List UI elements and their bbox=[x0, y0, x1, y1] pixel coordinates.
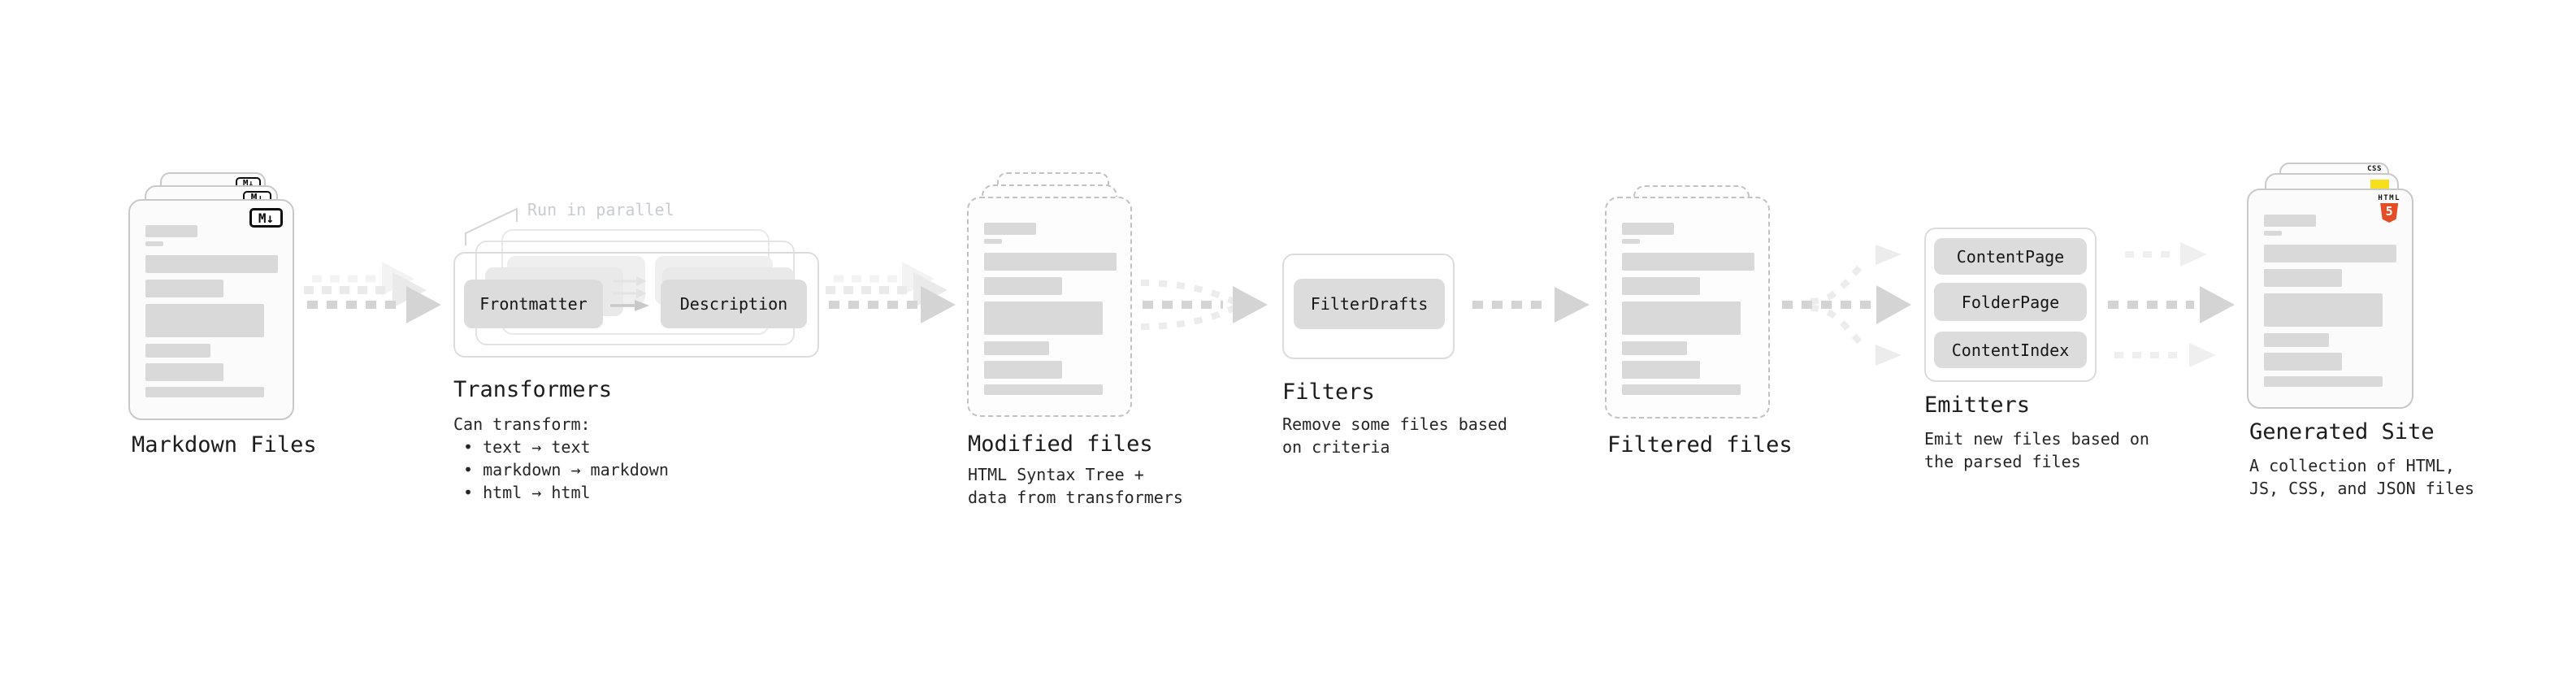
arrow-filtered-to-emitters bbox=[1782, 245, 1911, 366]
filtered-file-front bbox=[1605, 197, 1770, 419]
generated-desc-line: A collection of HTML, bbox=[2249, 456, 2455, 475]
arrow-modified-to-filters bbox=[1140, 280, 1268, 330]
document-text-placeholder bbox=[969, 198, 1130, 415]
emitters-desc-line: the parsed files bbox=[1924, 452, 2081, 471]
document-text-placeholder bbox=[130, 201, 293, 419]
stage-title-generated-site: Generated Site bbox=[2249, 419, 2435, 445]
bullet-item: markdown → markdown bbox=[453, 458, 669, 481]
filter-node-filterdrafts: FilterDrafts bbox=[1294, 279, 1445, 329]
document-text-placeholder bbox=[2249, 190, 2412, 407]
modified-desc-line: HTML Syntax Tree + bbox=[968, 465, 1144, 484]
generated-desc-line: JS, CSS, and JSON files bbox=[2249, 479, 2474, 498]
transformer-node-frontmatter: Frontmatter bbox=[464, 280, 603, 328]
emitter-node-folderpage: FolderPage bbox=[1934, 283, 2087, 321]
generated-file-html: HTML 5 bbox=[2247, 189, 2413, 409]
emitter-node-contentpage: ContentPage bbox=[1934, 238, 2087, 275]
stage-title-transformers: Transformers bbox=[453, 377, 613, 402]
transformer-node-description: Description bbox=[661, 280, 807, 328]
javascript-icon bbox=[2370, 180, 2389, 189]
stage-title-modified-files: Modified files bbox=[968, 432, 1153, 457]
emitters-box bbox=[1924, 228, 2097, 382]
filters-desc-line: on criteria bbox=[1282, 437, 1390, 457]
stage-title-filters: Filters bbox=[1282, 380, 1375, 405]
emitters-desc-line: Emit new files based on bbox=[1924, 429, 2149, 449]
markdown-file-front: M↓ bbox=[128, 199, 294, 420]
stage-title-emitters: Emitters bbox=[1924, 393, 2031, 418]
transformers-bullet-list: text → text markdown → markdown html → h… bbox=[453, 436, 669, 504]
filters-box bbox=[1282, 254, 1455, 359]
document-text-placeholder bbox=[1607, 198, 1768, 417]
modified-desc-line: data from transformers bbox=[968, 488, 1183, 507]
transformers-subtitle: Can transform: bbox=[453, 414, 591, 434]
markdown-icon: M↓ bbox=[249, 208, 283, 228]
bullet-item: text → text bbox=[453, 436, 669, 458]
stage-title-filtered-files: Filtered files bbox=[1607, 432, 1793, 458]
run-in-parallel-label: Run in parallel bbox=[527, 200, 674, 219]
stage-title-markdown-files: Markdown Files bbox=[132, 432, 317, 458]
bullet-item: html → html bbox=[453, 481, 669, 504]
arrow-filters-to-filtered bbox=[1472, 287, 1589, 323]
transformers-box bbox=[453, 252, 819, 358]
modified-file-front bbox=[967, 197, 1132, 417]
emitter-node-contentindex: ContentIndex bbox=[1934, 332, 2087, 368]
arrow-emitters-to-generated bbox=[2108, 242, 2235, 367]
arrow-markdown-to-transformers bbox=[304, 262, 441, 323]
arrow-transformers-to-modified bbox=[826, 262, 956, 323]
filters-desc-line: Remove some files based bbox=[1282, 414, 1507, 434]
html5-icon: HTML 5 bbox=[2378, 194, 2400, 223]
